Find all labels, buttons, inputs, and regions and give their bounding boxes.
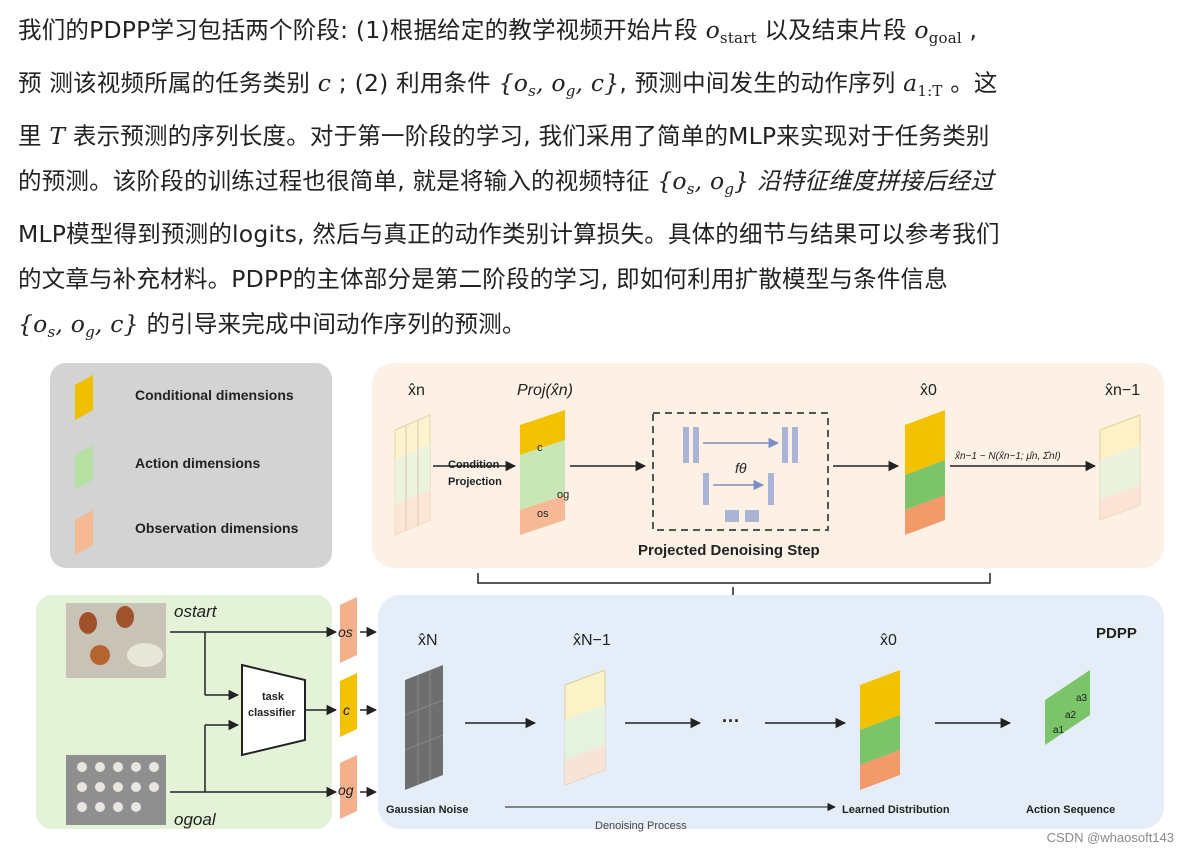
- denoising-network-box: [652, 412, 829, 531]
- label-os: os: [537, 508, 549, 520]
- tensor-xN: [404, 665, 444, 790]
- bar-og: [340, 755, 357, 819]
- tensor-xN-1: [564, 669, 606, 786]
- label-sampling-eq: x̂n−1 ~ N(x̂n−1; μ̂n, Σ̂nI): [954, 450, 1061, 462]
- label-proj: Proj(x̂n): [517, 382, 573, 399]
- label-x0-top: x̂0: [920, 382, 937, 399]
- legend-observation: Observation dimensions: [75, 510, 299, 555]
- legend-panel: [50, 363, 332, 568]
- label-learned-distribution: Learned Distribution: [842, 804, 950, 816]
- label-pdpp: PDPP: [1096, 625, 1137, 642]
- svg-text:Observation dimensions: Observation dimensions: [135, 520, 299, 536]
- label-og: og: [557, 489, 569, 501]
- paper-paragraph: 我们的PDPP学习包括两个阶段: (1)根据给定的教学视频开始片段 ostart…: [18, 8, 1178, 355]
- line-6: 的文章与补充材料。PDPP的主体部分是第二阶段的学习, 即如何利用扩散模型与条件…: [18, 265, 948, 293]
- svg-text:Action dimensions: Action dimensions: [135, 455, 260, 471]
- label-a1: a1: [1053, 725, 1065, 736]
- label-x0-bottom: x̂0: [880, 632, 897, 649]
- label-projected-step: Projected Denoising Step: [638, 542, 820, 559]
- legend-action: Action dimensions: [75, 445, 260, 490]
- tensor-x0-bottom: [860, 670, 900, 790]
- action-sequence: a1 a2 a3: [1045, 670, 1090, 745]
- projected-step-panel: [372, 363, 1164, 568]
- bar-c: [340, 673, 357, 737]
- label-task: task: [262, 691, 285, 703]
- label-os-bar: os: [338, 624, 353, 640]
- label-condition: Condition: [448, 459, 500, 471]
- label-ellipsis: ···: [722, 711, 740, 731]
- tensor-xn-1: [1099, 414, 1141, 521]
- pdpp-figure: Conditional dimensions Action dimensions…: [36, 363, 1164, 832]
- bar-os: [340, 597, 357, 663]
- line-7: {os, og, c} 的引导来完成中间动作序列的预测。: [18, 310, 526, 341]
- label-o-start: ostart: [174, 602, 218, 621]
- label-a3: a3: [1076, 693, 1088, 704]
- watermark: CSDN @whaosoft143: [1046, 830, 1174, 845]
- tensor-x0-top: [905, 410, 945, 535]
- unet-icon: [683, 427, 798, 522]
- image-start: [66, 603, 166, 678]
- line-2: 预 测该视频所属的任务类别 c ; (2) 利用条件 {os, og, c}, …: [18, 69, 998, 100]
- line-4: 的预测。该阶段的训练过程也很简单, 就是将输入的视频特征 {os, og} 沿特…: [18, 167, 994, 198]
- label-projection: Projection: [448, 476, 502, 488]
- label-o-goal: ogoal: [174, 810, 217, 829]
- task-classifier: [241, 663, 306, 757]
- svg-text:Conditional dimensions: Conditional dimensions: [135, 387, 294, 403]
- label-xN-1: x̂N−1: [573, 632, 611, 649]
- label-xn: x̂n: [408, 382, 425, 399]
- tensor-xn: [394, 414, 431, 536]
- label-xN: x̂N: [418, 632, 438, 649]
- label-c-bar: c: [343, 702, 350, 718]
- label-og-bar: og: [338, 782, 354, 798]
- tensor-proj: [520, 410, 565, 535]
- line-1: 我们的PDPP学习包括两个阶段: (1)根据给定的教学视频开始片段 ostart…: [18, 16, 978, 47]
- label-action-sequence: Action Sequence: [1026, 804, 1115, 816]
- line-5: MLP模型得到预测的logits, 然后与真正的动作类别计算损失。具体的细节与结…: [18, 220, 1000, 248]
- label-c: c: [537, 442, 543, 454]
- legend-conditional: Conditional dimensions: [75, 375, 294, 420]
- label-f-theta: fθ: [735, 460, 747, 476]
- line-3: 里 T 表示预测的序列长度。对于第一阶段的学习, 我们采用了简单的MLP来实现对…: [18, 122, 990, 150]
- label-xn-1: x̂n−1: [1105, 382, 1140, 399]
- label-gaussian-noise: Gaussian Noise: [386, 804, 469, 816]
- label-denoising-process: Denoising Process: [595, 820, 687, 832]
- label-classifier: classifier: [248, 707, 296, 719]
- label-a2: a2: [1065, 710, 1077, 721]
